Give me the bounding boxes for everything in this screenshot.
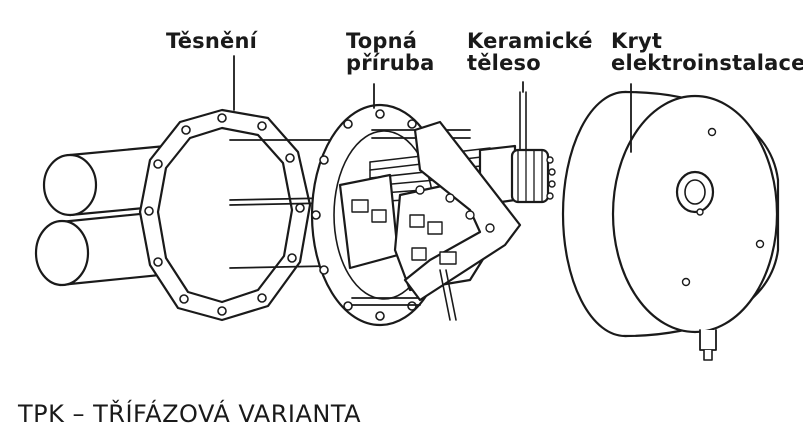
label-electrical-cover: Kryt elektroinstalace bbox=[611, 30, 803, 74]
label-ceramic-body-line2: těleso bbox=[467, 51, 541, 75]
diagram-caption: TPK – TŘÍFÁZOVÁ VARIANTA bbox=[18, 400, 362, 428]
label-heating-flange-line2: příruba bbox=[346, 51, 435, 75]
label-ceramic-body: Keramické těleso bbox=[467, 30, 593, 74]
label-electrical-cover-line2: elektroinstalace bbox=[611, 51, 803, 75]
label-heating-flange-line1: Topná bbox=[346, 29, 418, 53]
label-gasket: Těsnění bbox=[166, 30, 257, 52]
gasket bbox=[138, 108, 331, 322]
label-ceramic-body-line1: Keramické bbox=[467, 29, 593, 53]
label-gasket-text: Těsnění bbox=[166, 29, 258, 53]
label-heating-flange: Topná příruba bbox=[346, 30, 435, 74]
label-electrical-cover-line1: Kryt bbox=[611, 29, 663, 53]
element-assembly bbox=[338, 91, 556, 321]
electrical-cover bbox=[561, 90, 780, 361]
leader-lines bbox=[233, 55, 632, 153]
